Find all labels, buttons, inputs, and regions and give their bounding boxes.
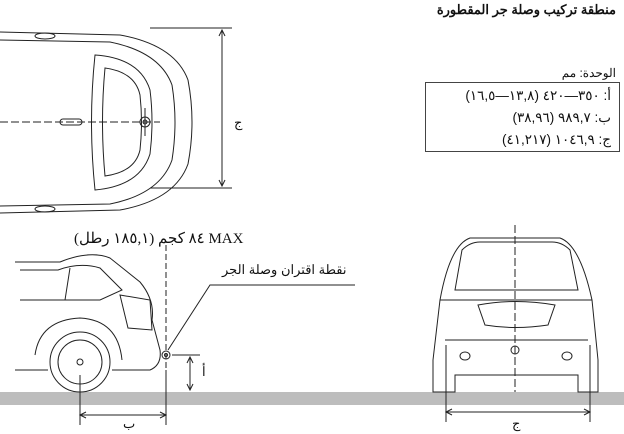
- spec-value: ٩٨٩,٧ (٣٨,٩٦): [512, 110, 591, 125]
- spec-label: أ:: [603, 88, 611, 103]
- spec-value: ١٠٤٦,٩ (٤١,٢١٧): [501, 132, 595, 147]
- dimension-label-c-rear: ج: [512, 416, 521, 431]
- spec-row-c: ج: ١٠٤٦,٩ (٤١,٢١٧): [426, 129, 611, 151]
- ground: [0, 392, 624, 405]
- max-load-label: MAX ٨٤ كجم (١٨٥,١ رطل): [74, 231, 244, 247]
- coupling-point-label: نقطة اقتران وصلة الجر: [222, 262, 347, 277]
- dimension-label-c-top: ج: [234, 115, 243, 130]
- spec-row-b: ب: ٩٨٩,٧ (٣٨,٩٦): [426, 107, 611, 129]
- car-rear-view: [432, 225, 599, 422]
- page-title: منطقة تركيب وصلة جر المقطورة: [436, 2, 616, 17]
- car-side-view: [15, 245, 355, 425]
- spec-row-a: أ: ٣٥٠—٤٢٠ (١٣,٨—١٦,٥): [426, 85, 611, 107]
- car-top-view: [0, 27, 232, 214]
- spec-box: أ: ٣٥٠—٤٢٠ (١٣,٨—١٦,٥) ب: ٩٨٩,٧ (٣٨,٩٦) …: [425, 82, 620, 152]
- spec-label: ج:: [598, 132, 611, 147]
- unit-label: الوحدة: مم: [561, 66, 616, 80]
- dimension-label-a: أ: [202, 364, 206, 379]
- dimension-label-b: ب: [123, 416, 136, 431]
- spec-label: ب:: [594, 110, 611, 125]
- spec-value: ٣٥٠—٤٢٠ (١٣,٨—١٦,٥): [465, 88, 600, 103]
